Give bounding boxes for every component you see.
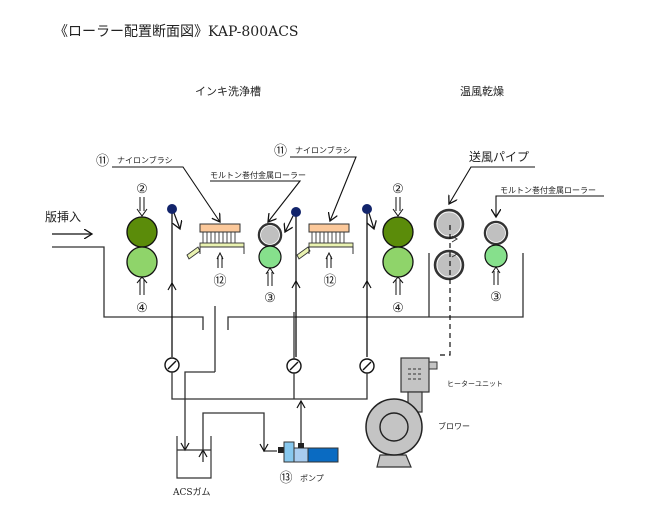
pump-label: ポンプ [300,474,324,483]
page-title: 《ローラー配置断面図》KAP-800ACS [54,24,299,40]
pump-unit [278,441,339,463]
heater-unit-label: ヒーターユニット [447,379,503,388]
nylon-brush-1: ⑫ [186,223,245,289]
marker-12-right: ⑫ [323,274,336,289]
marker-11-left: ⑪ [96,154,109,169]
double-arrow-up-icon [136,276,148,295]
marker-13: ⑬ [279,471,292,486]
section-warm-air-dry-label: 温風乾燥 [460,85,504,98]
marker-4-left: ④ [136,301,148,316]
section-ink-wash-label: インキ洗浄槽 [195,84,261,98]
molton-roller-label-1: モルトン巻付金属ローラー [210,170,306,180]
nylon-brush-2: ⑫ [296,223,354,289]
molton-roller-pair-2: ③ [483,220,509,305]
callout-line-molton-2 [496,195,604,217]
light-green-roller [382,246,414,278]
roller-pair-1: ② ④ [126,182,158,316]
valve-icon[interactable] [164,357,180,373]
marker-3-left: ③ [264,291,276,306]
air-pipe-rollers [433,208,465,281]
roller-pair-2: ② ④ [382,182,414,316]
double-arrow-down-icon [136,197,148,217]
callout-line-molton-1 [210,180,302,222]
hot-air-duct [437,225,451,356]
valve-icon[interactable] [286,358,302,374]
marker-3-right: ③ [490,290,502,305]
marker-2-right: ② [392,182,404,197]
spray-nozzle-3 [362,204,374,357]
callout-line-brush-1 [112,166,220,222]
molton-roller-label-2: モルトン巻付金属ローラー [500,185,596,195]
pump-outlet-arrow [296,399,306,409]
acs-gum-tank [176,436,212,479]
wash-tank [52,246,524,372]
plate-insert-label: 版挿入 [45,210,81,224]
drain-return-pipe [184,371,215,450]
nylon-brush-label-1: ナイロンブラシ [117,155,173,165]
blower [365,391,423,468]
callout-line-air-pipe [449,166,535,204]
dark-green-roller [382,216,414,248]
dark-green-roller [126,216,158,248]
light-green-roller [126,246,158,278]
marker-12-left: ⑫ [213,274,226,289]
nylon-brush-label-2: ナイロンブラシ [295,145,351,155]
suction-pipe [202,412,277,462]
acs-gum-label: ACSガム [172,487,211,498]
pump-inlet-arrow [259,443,269,453]
valve-icon[interactable] [359,358,375,374]
spray-nozzle-2 [285,207,301,357]
heater-unit [400,357,438,393]
marker-11-right: ⑪ [274,144,287,159]
marker-2-left: ② [136,182,148,197]
air-pipe-label: 送風パイプ [469,149,529,164]
blower-label: ブロワー [438,421,470,431]
molton-roller-pair-1: ③ [257,222,283,306]
spray-nozzle-1 [167,204,180,357]
supply-manifold [171,312,368,443]
callout-line-brush-2 [290,156,357,221]
marker-4-right: ④ [392,301,404,316]
